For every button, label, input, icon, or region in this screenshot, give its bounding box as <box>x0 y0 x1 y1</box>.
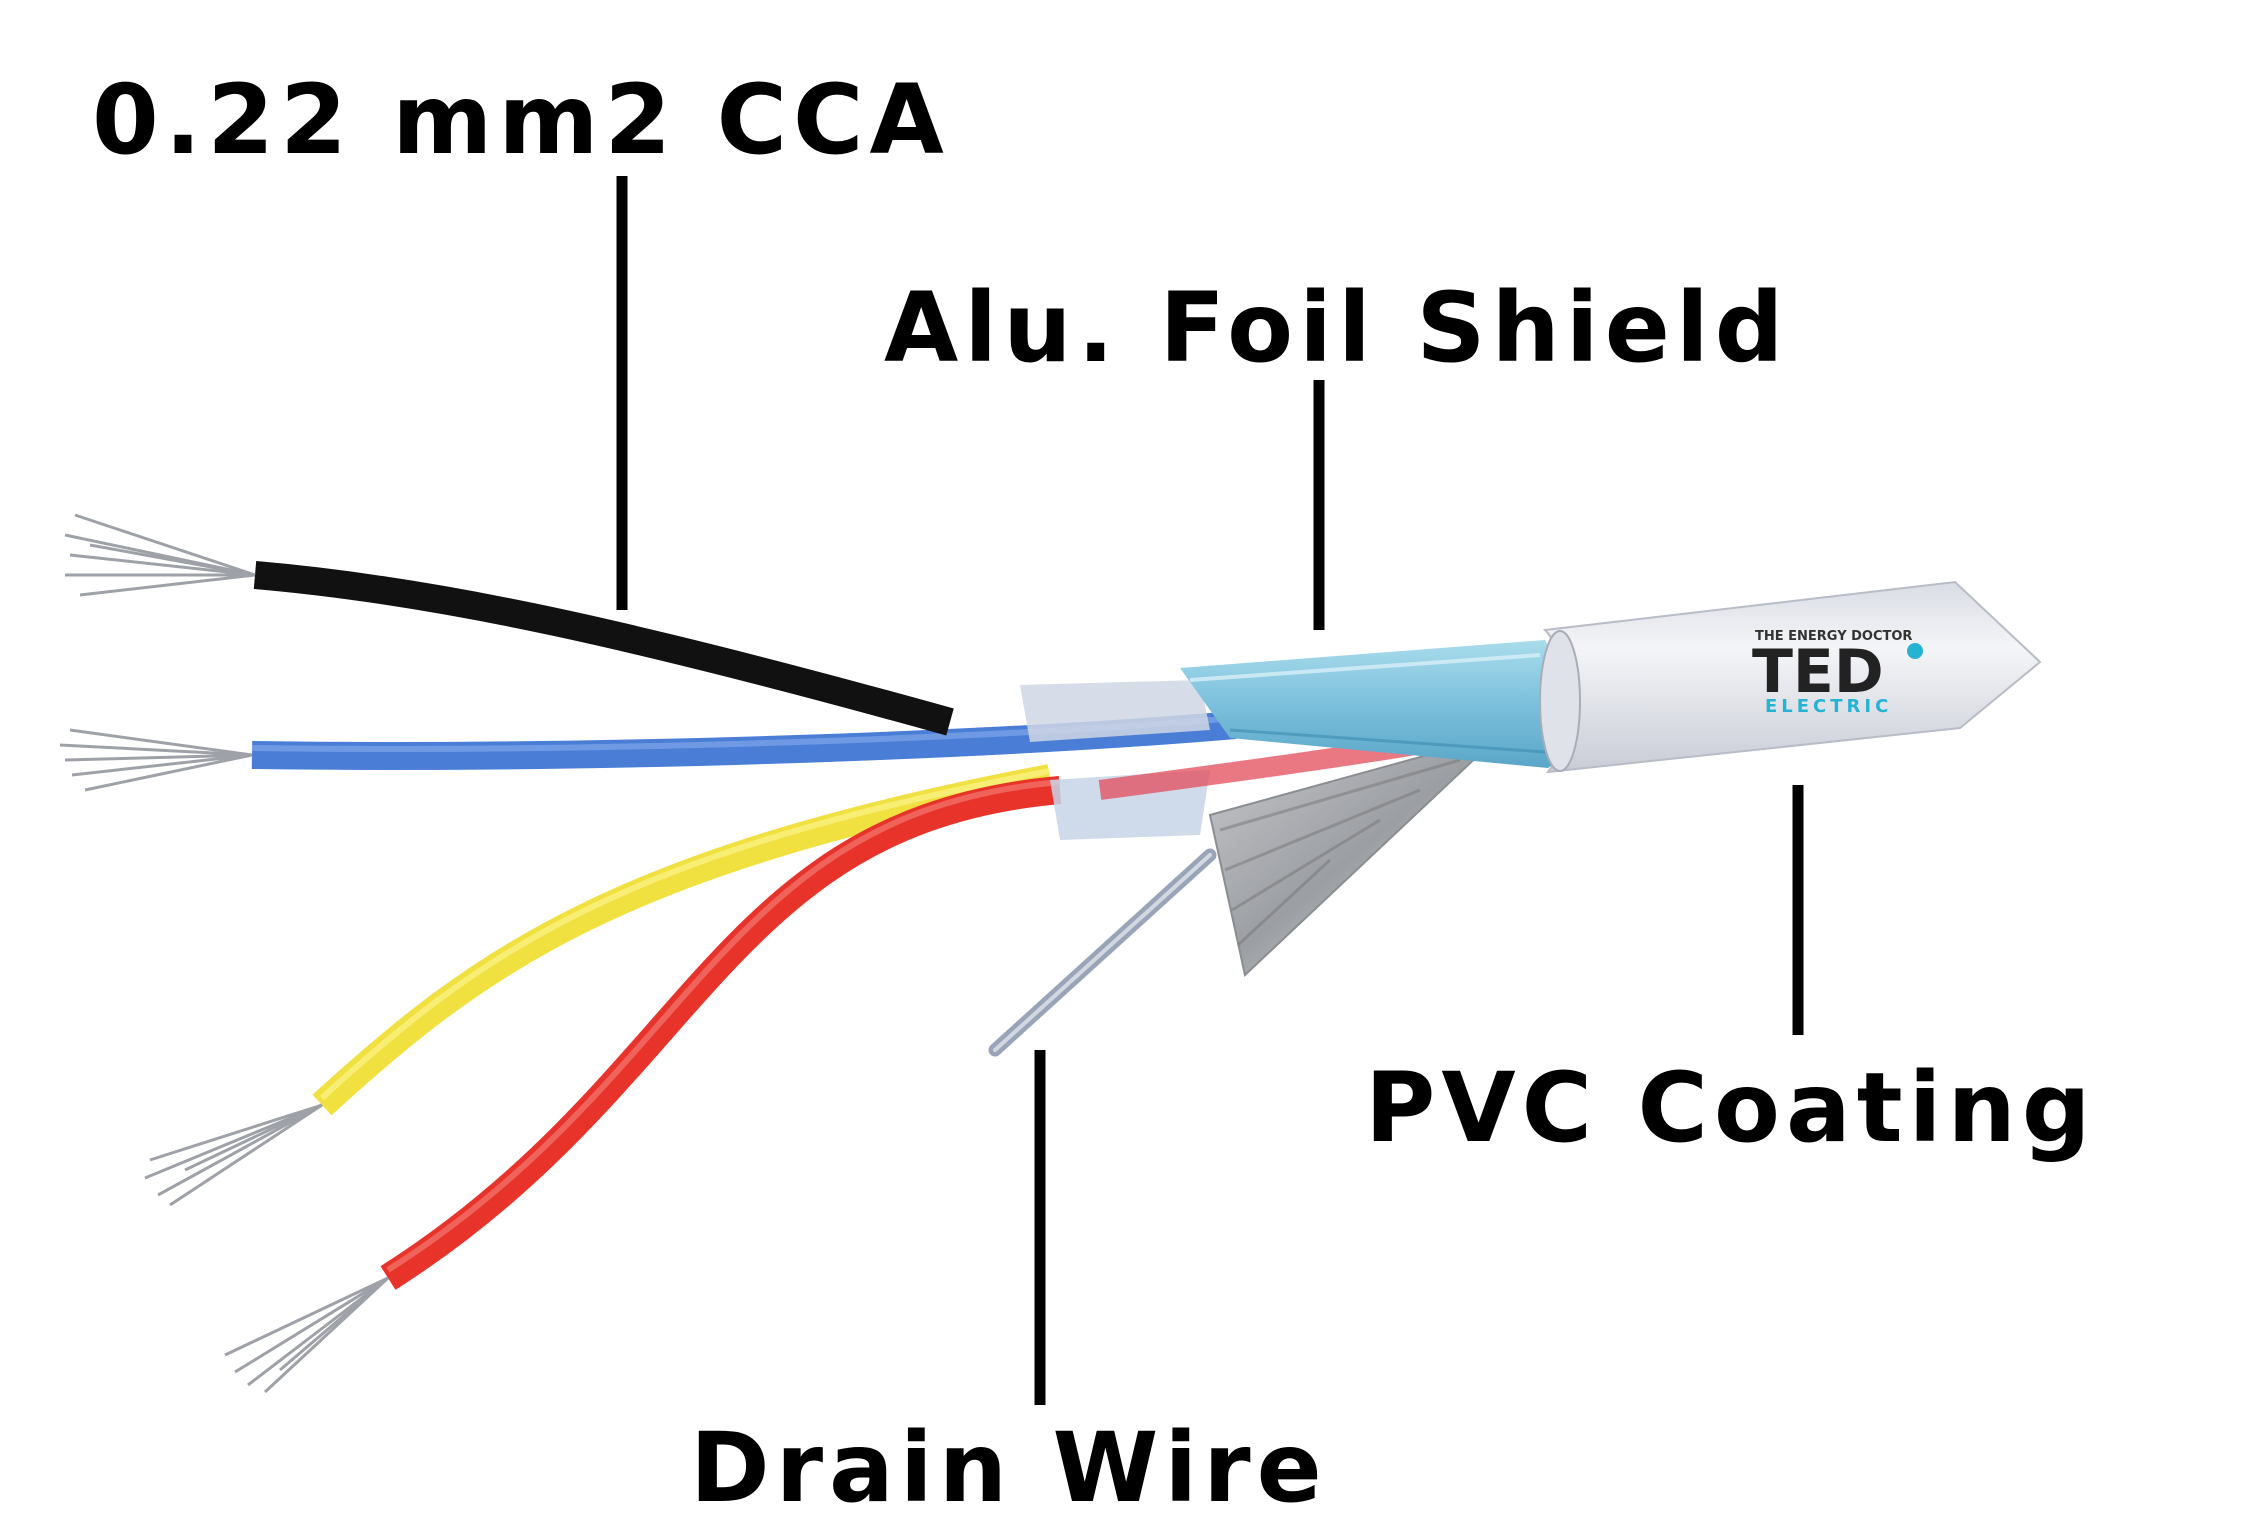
yellow-conductor <box>312 764 1053 1116</box>
foil-shield-sleeve <box>1180 640 1595 768</box>
pvc-jacket <box>1539 580 2042 774</box>
conductor-label: 0.22 mm2 CCA <box>92 64 950 176</box>
red-wire-strands <box>224 1276 390 1394</box>
foil-fan <box>1208 734 1501 977</box>
black-conductor <box>253 561 954 736</box>
yellow-wire-strands <box>144 1103 323 1207</box>
ted-electric-logo: THE ENERGY DOCTOR TED ELECTRIC <box>1752 629 1923 717</box>
logo-dot-icon <box>1907 643 1923 659</box>
foil-shield-label: Alu. Foil Shield <box>884 272 1790 384</box>
pvc-coating-label: PVC Coating <box>1365 1052 2097 1164</box>
black-wire-strands <box>64 513 256 597</box>
drain-wire-label: Drain Wire <box>690 1412 1328 1524</box>
red-conductor <box>380 776 1062 1290</box>
logo-brand: TED <box>1752 637 1884 707</box>
logo-sub: ELECTRIC <box>1765 696 1892 717</box>
blue-wire-strands <box>59 728 253 792</box>
drain-wire <box>988 848 1217 1057</box>
logo-tagline: THE ENERGY DOCTOR <box>1755 629 1912 644</box>
